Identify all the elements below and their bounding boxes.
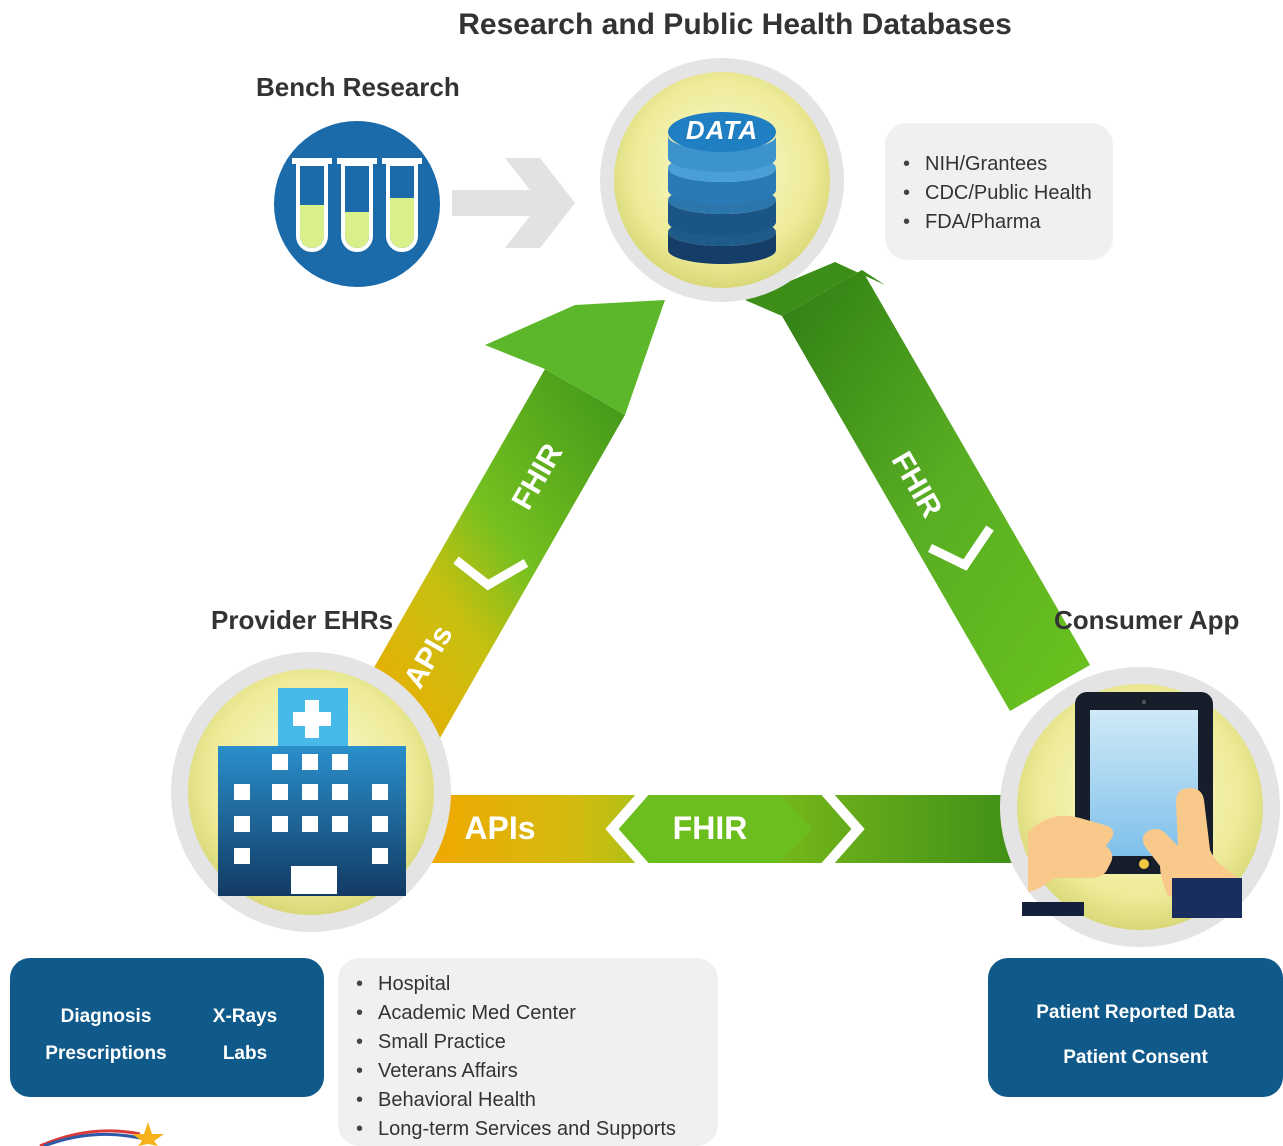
- provider-data-item: X-Rays: [212, 1006, 278, 1027]
- consumer-data-box: Patient Reported Data Patient Consent: [988, 958, 1283, 1097]
- list-item: Academic Med Center: [356, 999, 718, 1028]
- bench-research-label: Bench Research: [256, 72, 460, 102]
- list-item: FDA/Pharma: [903, 208, 1113, 237]
- list-item: Long-term Services and Supports: [356, 1115, 718, 1144]
- list-item: CDC/Public Health: [903, 179, 1113, 208]
- hospital-icon: [218, 688, 406, 896]
- provider-data-item: Diagnosis: [60, 1006, 152, 1027]
- logo-star-icon: [39, 1122, 164, 1146]
- left-fhir-band: [360, 300, 665, 738]
- provider-data-item: Labs: [222, 1043, 268, 1064]
- bottom-band: [430, 784, 1030, 874]
- consumer-data-item: Patient Reported Data: [1036, 1002, 1235, 1023]
- right-band-chevron: [928, 525, 994, 571]
- list-item: Behavioral Health: [356, 1086, 718, 1115]
- list-item: Veterans Affairs: [356, 1057, 718, 1086]
- research-list-box: NIH/Grantees CDC/Public Health FDA/Pharm…: [885, 123, 1113, 260]
- consumer-data-item: Patient Consent: [1063, 1047, 1208, 1068]
- list-item: NIH/Grantees: [903, 150, 1113, 179]
- provider-data-box: Diagnosis Prescriptions X-Rays Labs: [10, 958, 324, 1097]
- provider-list-box: Hospital Academic Med Center Small Pract…: [338, 958, 718, 1146]
- page-title: Research and Public Health Databases: [458, 8, 1012, 41]
- list-item: Small Practice: [356, 1028, 718, 1057]
- bottom-apis-label: APIs: [464, 810, 536, 846]
- provider-ehrs-label: Provider EHRs: [211, 605, 394, 635]
- left-band-chevron: [453, 556, 529, 591]
- database-icon: [668, 112, 776, 264]
- bottom-fhir-label: FHIR: [672, 810, 748, 846]
- data-icon-text: DATA: [685, 115, 759, 145]
- right-fhir-band: [745, 262, 1090, 711]
- list-item: Hospital: [356, 970, 718, 999]
- consumer-app-label: Consumer App: [1054, 605, 1240, 635]
- provider-data-item: Prescriptions: [45, 1043, 167, 1064]
- test-tubes-icon: [292, 158, 422, 252]
- tablet-icon: [1022, 692, 1242, 918]
- bench-to-data-arrow: [452, 158, 575, 248]
